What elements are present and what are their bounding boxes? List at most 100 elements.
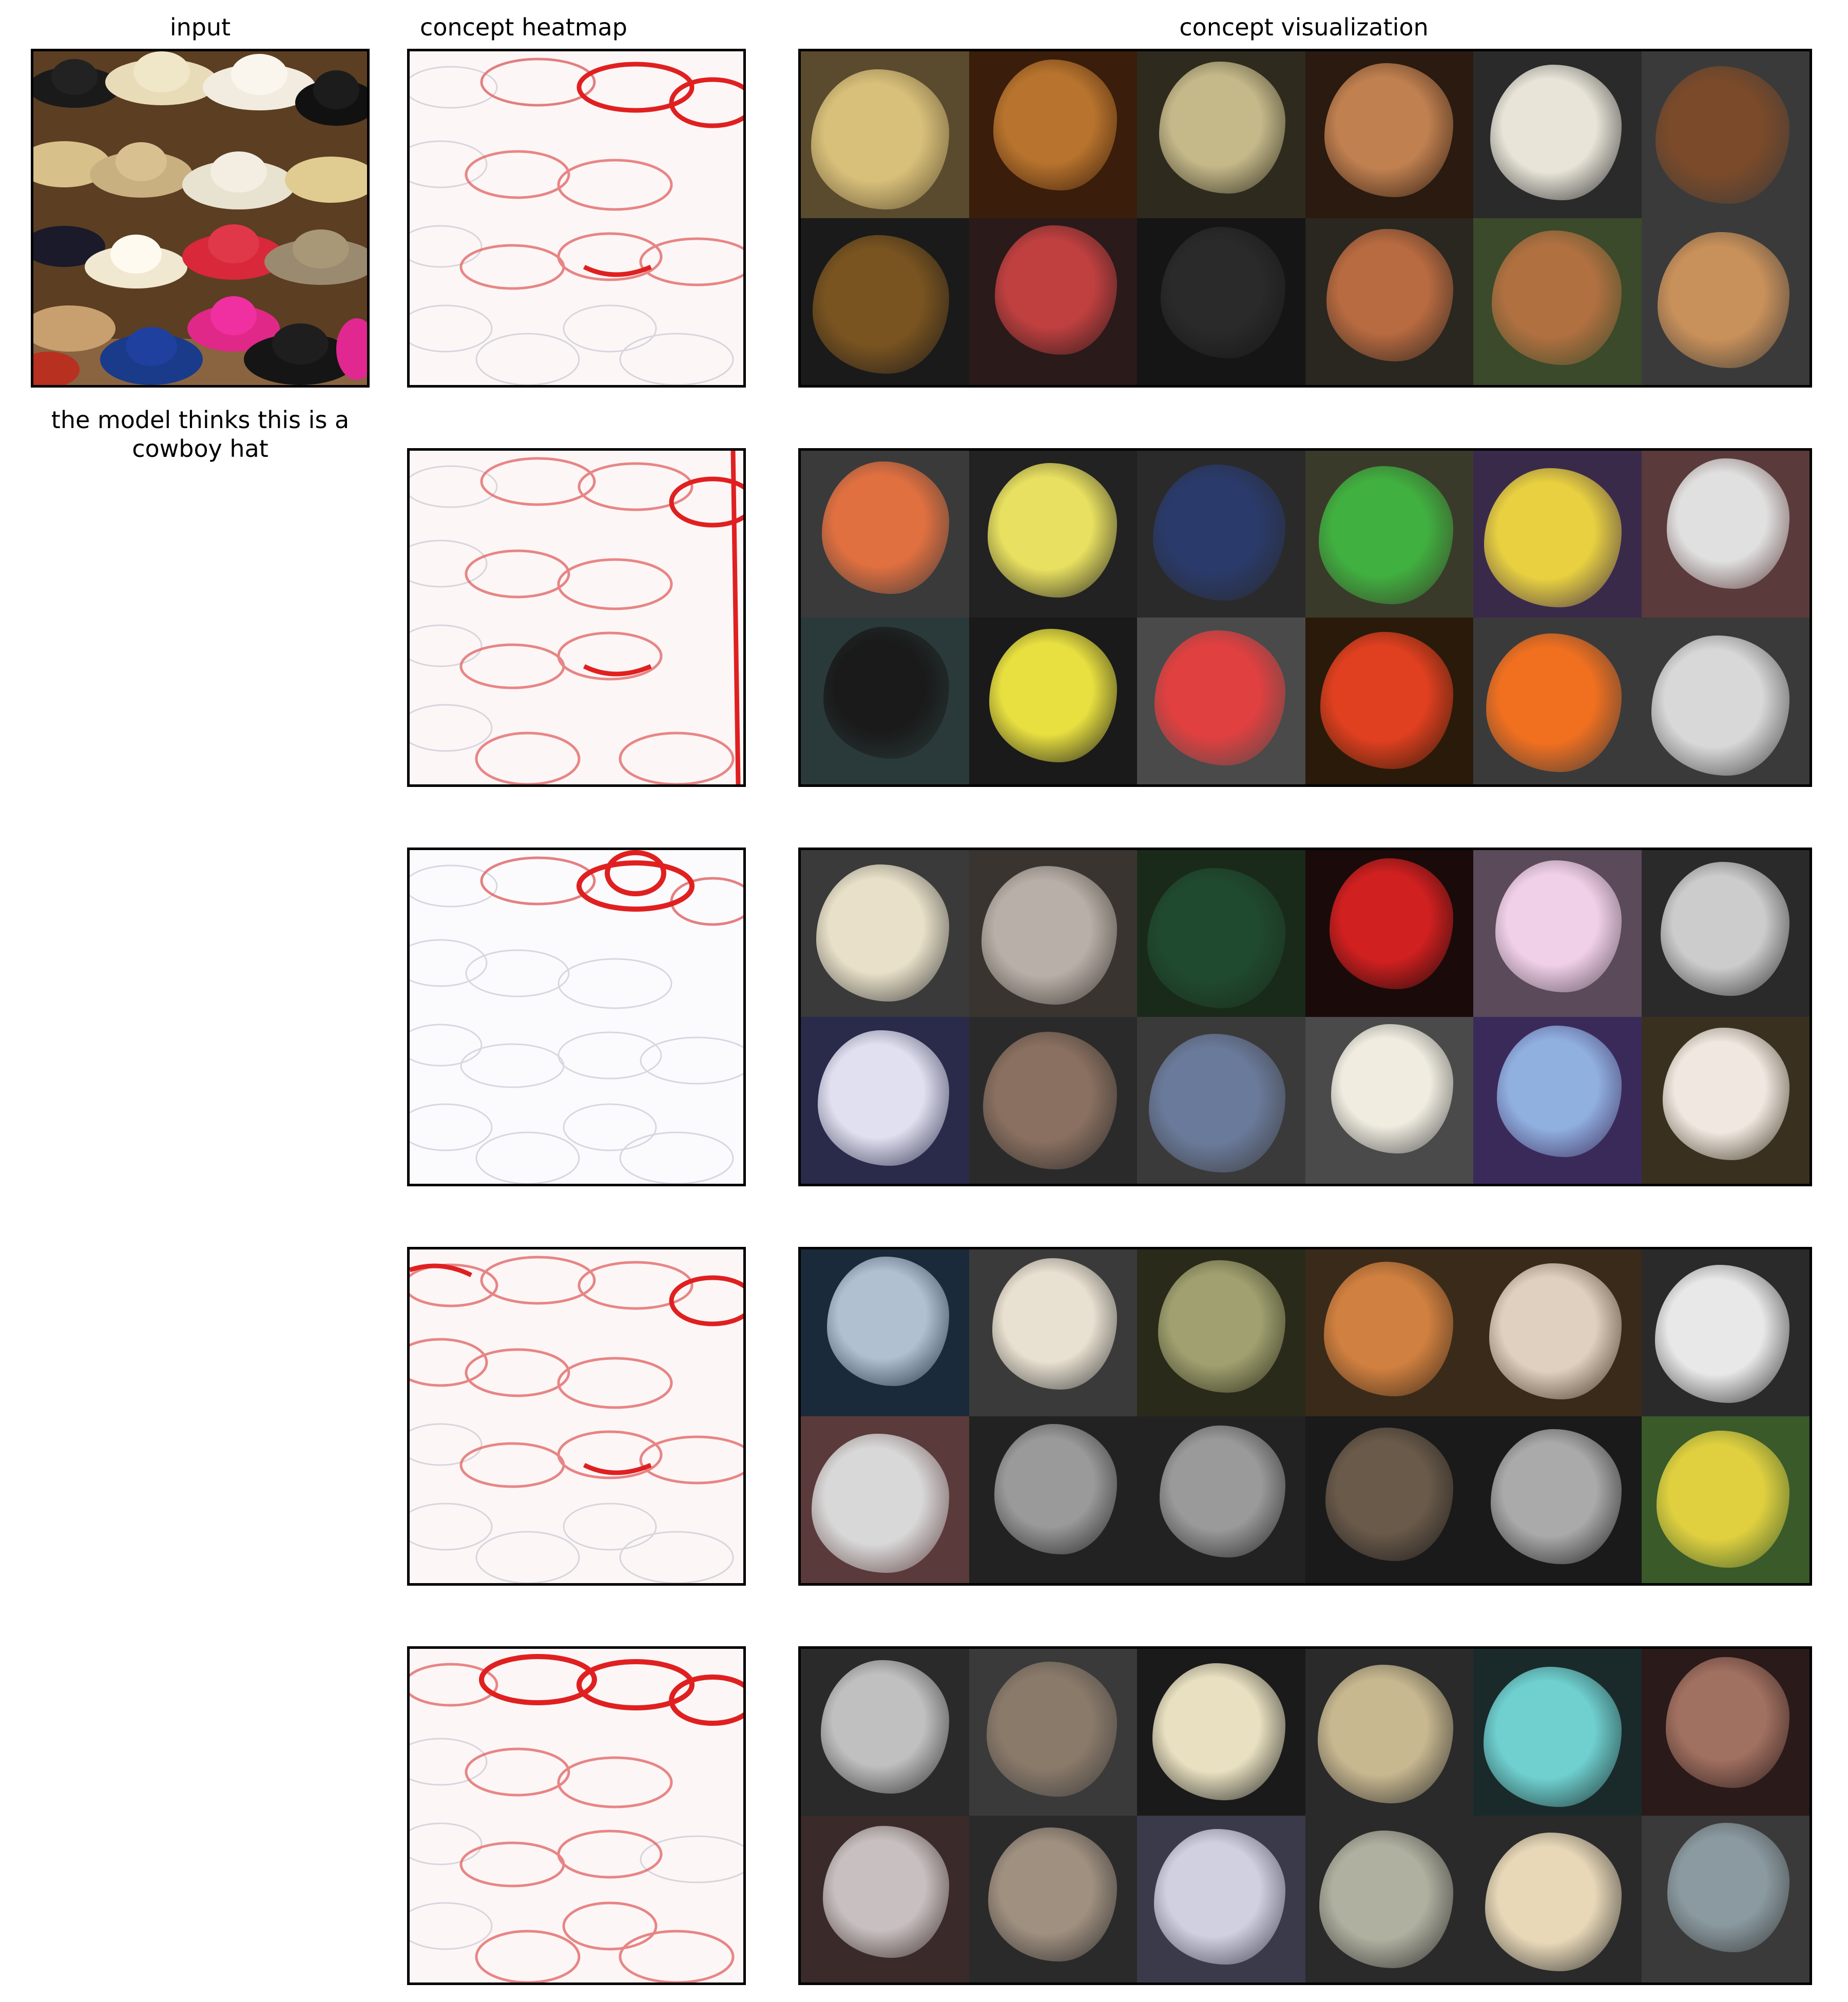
concept-region-highlight [1657, 232, 1790, 369]
concept-example-image [969, 451, 1138, 618]
concept-region-highlight [1153, 1829, 1285, 1965]
concept-region-highlight [817, 1030, 949, 1166]
concept-example-image [1473, 1649, 1642, 1816]
concept-region-highlight [816, 864, 949, 1002]
concept-example-image [1305, 1649, 1474, 1816]
cowboy-hats-photo [33, 51, 367, 385]
concept-region-highlight [1324, 63, 1454, 197]
concept-example-image [1641, 1017, 1810, 1184]
concept-example-image [1473, 451, 1642, 618]
input-column-title: input [169, 13, 231, 41]
concept-region-highlight [1667, 1823, 1790, 1953]
concept-example-image [1473, 1249, 1642, 1416]
concept-example-image [801, 1649, 969, 1816]
concept-region-highlight [1490, 65, 1622, 201]
concept-example-image [1305, 51, 1474, 218]
concept-region-highlight [1489, 1263, 1622, 1400]
concept-example-image [1641, 451, 1810, 618]
concept-example-image [1473, 1416, 1642, 1583]
concept-example-image [1641, 850, 1810, 1017]
concept-visualization-3 [798, 848, 1812, 1186]
concept-region-highlight [1320, 632, 1454, 769]
concept-example-image [1473, 51, 1642, 218]
concept-example-image [1305, 850, 1474, 1017]
concept-region-highlight [1657, 1431, 1790, 1568]
concept-region-highlight [986, 1661, 1118, 1797]
concept-region-highlight [1666, 458, 1790, 589]
concept-region-highlight [1326, 228, 1454, 362]
concept-region-highlight [981, 866, 1118, 1005]
concept-example-image [969, 1649, 1138, 1816]
concept-example-image [801, 451, 969, 618]
concept-example-image [1137, 1816, 1305, 1982]
heatmap-edges [410, 451, 743, 784]
concept-example-image [969, 1416, 1138, 1583]
concept-example-image [1641, 1416, 1810, 1583]
concept-example-image [1305, 1416, 1474, 1583]
heatmap-edges [410, 850, 743, 1184]
heatmap-edges [410, 1256, 743, 1583]
concept-region-highlight [992, 1258, 1118, 1390]
concept-example-image [1137, 1649, 1305, 1816]
concept-example-image [969, 1816, 1138, 1982]
concept-example-image [1305, 1249, 1474, 1416]
concept-region-highlight [1318, 466, 1454, 604]
concept-region-highlight [1323, 1261, 1454, 1396]
concept-region-highlight [1486, 633, 1622, 773]
concept-visualization-4 [798, 1247, 1812, 1586]
concept-visualization-2 [798, 448, 1812, 787]
concept-visualization-5 [798, 1646, 1812, 1985]
concept-example-image [801, 51, 969, 218]
heatmap-edges [410, 57, 743, 385]
concept-example-image [1473, 1017, 1642, 1184]
concept-example-image [1137, 451, 1305, 618]
concept-region-highlight [823, 627, 949, 759]
concept-example-image [1137, 618, 1305, 784]
concept-example-image [1641, 1816, 1810, 1982]
concept-example-image [1473, 218, 1642, 385]
prediction-caption: the model thinks this is a cowboy hat [51, 406, 350, 463]
concept-region-highlight [826, 1257, 949, 1387]
concept-region-highlight [821, 1660, 949, 1794]
concept-example-image [1641, 51, 1810, 218]
concept-heatmap-3 [407, 848, 746, 1186]
concept-region-highlight [1147, 868, 1285, 1008]
concept-region-highlight [1160, 1426, 1285, 1558]
concept-example-image [1137, 1416, 1305, 1583]
heatmap-column-title: concept heatmap [420, 13, 627, 41]
concept-example-image [801, 850, 969, 1017]
concept-region-highlight [1651, 635, 1790, 776]
concept-region-highlight [1158, 1260, 1285, 1393]
concept-region-highlight [993, 60, 1118, 190]
concept-region-highlight [1661, 861, 1790, 996]
concept-example-image [1305, 1017, 1474, 1184]
concept-region-highlight [1330, 858, 1454, 989]
concept-example-image [1305, 218, 1474, 385]
concept-region-highlight [989, 628, 1118, 762]
concept-visualization-1 [798, 49, 1812, 388]
concept-example-image [1641, 1649, 1810, 1816]
concept-region-highlight [822, 1825, 949, 1958]
concept-region-highlight [1662, 1027, 1790, 1161]
concept-example-image [801, 618, 969, 784]
concept-region-highlight [987, 463, 1118, 598]
concept-example-image [969, 1017, 1138, 1184]
concept-example-image [969, 51, 1138, 218]
concept-example-image [969, 618, 1138, 784]
concept-region-highlight [812, 235, 949, 374]
concept-example-image [1137, 51, 1305, 218]
concept-example-image [1641, 1249, 1810, 1416]
concept-example-image [1305, 1816, 1474, 1982]
concept-region-highlight [1666, 1657, 1790, 1788]
concept-example-image [801, 218, 969, 385]
concept-region-highlight [1318, 1665, 1454, 1804]
concept-region-highlight [1483, 1666, 1622, 1807]
concept-example-image [1473, 850, 1642, 1017]
concept-example-image [1305, 451, 1474, 618]
concept-example-image [801, 1249, 969, 1416]
concept-region-highlight [1153, 465, 1285, 601]
concept-region-highlight [988, 1827, 1118, 1961]
visualization-column-title: concept visualization [1179, 13, 1429, 41]
concept-example-image [1137, 850, 1305, 1017]
concept-region-highlight [1331, 1024, 1454, 1154]
